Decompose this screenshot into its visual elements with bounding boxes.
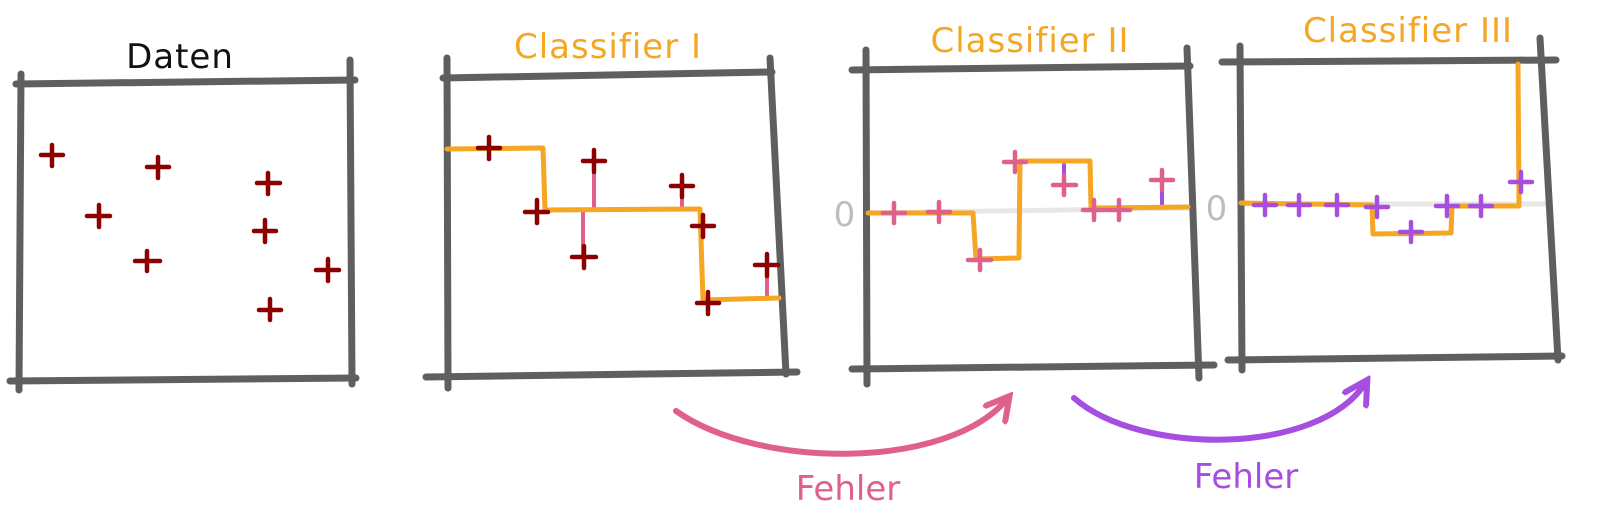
data-point	[1080, 197, 1108, 223]
panel-title-daten: Daten	[126, 37, 234, 77]
panel-frame-classifier-1	[422, 54, 801, 392]
classifier-step-function	[865, 158, 1191, 262]
arrow-label: Fehler	[1194, 457, 1299, 497]
data-point	[1363, 194, 1391, 220]
data-point	[313, 256, 342, 284]
data-point	[580, 147, 608, 175]
data-point	[144, 154, 172, 181]
data-point	[84, 202, 113, 230]
data-point	[1105, 197, 1133, 223]
data-point	[1397, 219, 1425, 245]
data-point	[1323, 192, 1351, 218]
data-point	[254, 170, 283, 197]
data-point	[1433, 193, 1461, 219]
data-point	[475, 134, 503, 162]
data-point	[1507, 169, 1535, 195]
panel-classifier-1: Classifier I	[422, 27, 801, 392]
arrow-curve	[673, 398, 1008, 457]
data-point	[689, 212, 717, 240]
data-point	[880, 200, 908, 226]
arrow-curve	[1071, 382, 1366, 443]
data-points	[1251, 169, 1535, 245]
data-point	[1148, 167, 1176, 193]
panel-frame-classifier-2	[848, 44, 1218, 388]
data-point	[1467, 193, 1495, 219]
error-arrow-1: Fehler	[673, 398, 1008, 509]
data-point	[1050, 172, 1079, 198]
zero-label: 0	[834, 195, 857, 235]
panel-frame-classifier-3	[1218, 34, 1566, 374]
error-arrow-2: Fehler	[1071, 382, 1366, 497]
data-points	[475, 134, 781, 317]
panel-frame-daten	[6, 56, 360, 394]
panel-title-classifier-3: Classifier III	[1303, 11, 1513, 51]
data-point	[752, 251, 781, 279]
data-point	[569, 243, 599, 271]
data-point	[256, 296, 284, 323]
panel-title-classifier-1: Classifier I	[514, 27, 702, 67]
data-point	[522, 197, 551, 226]
data-point	[925, 199, 953, 225]
data-point	[251, 217, 279, 245]
error-bars-classifier-2	[1062, 163, 1164, 209]
data-point	[132, 248, 163, 274]
data-point	[38, 142, 66, 169]
panel-classifier-2: Classifier II 0	[834, 21, 1218, 388]
data-point	[965, 247, 994, 273]
arrow-label: Fehler	[796, 469, 901, 509]
panel-daten: Daten	[6, 37, 360, 394]
panel-title-classifier-2: Classifier II	[930, 21, 1129, 61]
data-points	[880, 149, 1176, 273]
data-point	[1001, 149, 1029, 175]
panel-classifier-3: Classifier III 0	[1206, 11, 1566, 374]
classifier-step-function	[444, 145, 782, 303]
error-bars-classifier-1	[581, 161, 769, 300]
data-point	[1285, 192, 1313, 218]
data-point	[668, 172, 696, 200]
data-points	[38, 142, 342, 323]
data-point	[694, 289, 722, 317]
zero-label: 0	[1206, 189, 1229, 229]
data-point	[1251, 192, 1279, 218]
